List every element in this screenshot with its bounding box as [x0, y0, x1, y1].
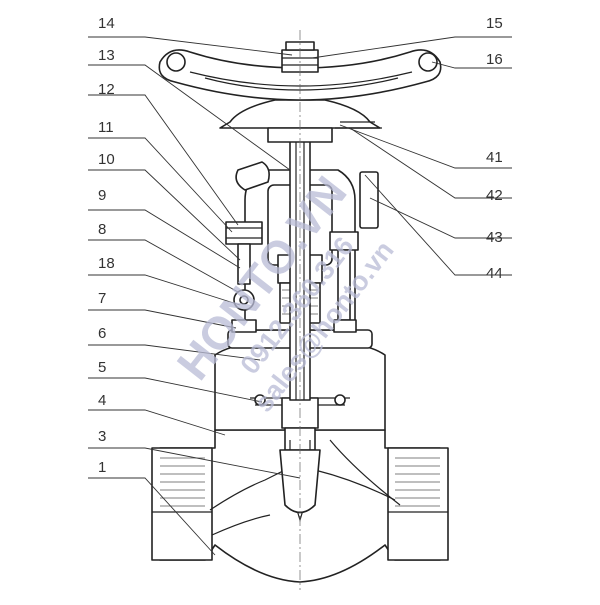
label-12: 12	[98, 81, 115, 98]
label-10: 10	[98, 151, 115, 168]
label-11: 11	[98, 119, 114, 136]
label-4: 4	[98, 392, 106, 409]
label-9: 9	[98, 187, 106, 204]
stem-housing	[219, 99, 382, 143]
label-18: 18	[98, 255, 115, 272]
leader-lines-right	[311, 36, 512, 276]
label-16: 16	[486, 51, 503, 68]
right-thread	[395, 457, 440, 507]
spoke-knob-right	[418, 52, 438, 72]
label-13: 13	[98, 47, 115, 64]
nameplate	[359, 171, 379, 229]
label-6: 6	[98, 325, 106, 342]
label-7: 7	[98, 290, 106, 307]
label-8: 8	[98, 221, 106, 238]
right-pipe-end	[387, 447, 449, 561]
spoke-knob-left	[166, 52, 186, 72]
bolt-shank	[237, 243, 251, 285]
label-42: 42	[486, 187, 503, 204]
pin	[231, 319, 257, 333]
labels-left: 14 13 12 11 10 9 8 18 7 6 5 4 3 1	[98, 15, 115, 476]
label-5: 5	[98, 359, 106, 376]
label-14: 14	[98, 15, 115, 32]
label-44: 44	[486, 265, 503, 282]
label-1: 1	[98, 459, 106, 476]
leader-lines-left	[88, 36, 301, 556]
label-3: 3	[98, 428, 106, 445]
label-15: 15	[486, 15, 503, 32]
labels-right: 15 16 41 42 43 44	[486, 15, 503, 282]
label-43: 43	[486, 229, 503, 246]
left-pipe-end	[151, 447, 213, 561]
left-thread	[160, 457, 205, 507]
yoke-arm-left	[235, 161, 270, 191]
gland-bolt-right	[329, 231, 359, 333]
gland-bolt	[225, 221, 263, 333]
label-41: 41	[486, 149, 503, 166]
